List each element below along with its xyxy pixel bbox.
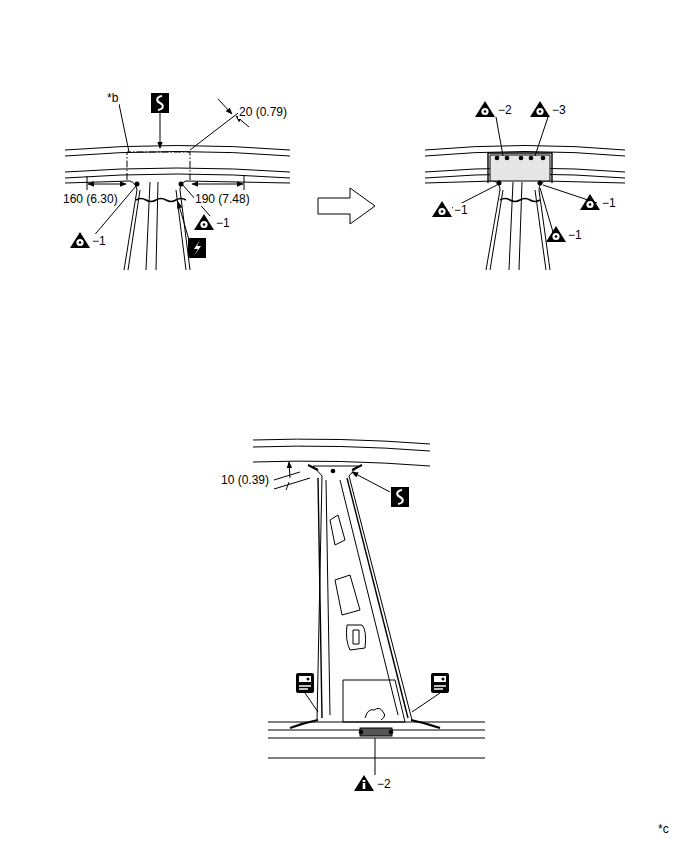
callout-number: −1 [601,196,617,210]
sealer-symbol [391,487,409,507]
weld-symbol [194,214,214,230]
roof-rail-before [65,146,290,271]
weld-symbol [546,226,566,242]
callout-number: −2 [497,103,513,117]
callout-number: −2 [376,777,392,791]
cut-symbol [151,93,169,113]
weld-symbol [432,201,452,217]
roof-rail-after [425,146,625,271]
leader-lines [452,117,597,232]
dimension: 190 (7.48) [194,192,251,206]
process-arrow [318,188,375,224]
callout-number: −1 [91,234,107,248]
callout-number: −3 [551,103,567,117]
callout-number: −1 [453,203,469,217]
dimension: 20 (0.79) [238,105,288,119]
weld-symbol [580,194,600,210]
weld-symbol [530,101,550,117]
sealer-symbol [296,673,314,693]
leader-lines [274,462,440,775]
brazing-symbol [354,775,374,791]
weld-dots [331,469,394,735]
weld-symbol [475,101,495,117]
callout-number: −1 [215,216,231,230]
dimension: 160 (6.30) [62,192,119,206]
callout-number: −1 [567,228,583,242]
dimension: 10 (0.39) [220,473,270,487]
cut-symbol [188,238,206,258]
weld-dots [495,156,546,186]
weld-dots [135,182,184,187]
weld-area [360,728,392,736]
dimension-lines [87,99,249,240]
reference-mark: *b [106,91,119,105]
sealer-symbol [431,673,449,693]
center-pillar [253,439,485,758]
weld-symbol [70,232,90,248]
reference-mark: *c [657,822,670,836]
